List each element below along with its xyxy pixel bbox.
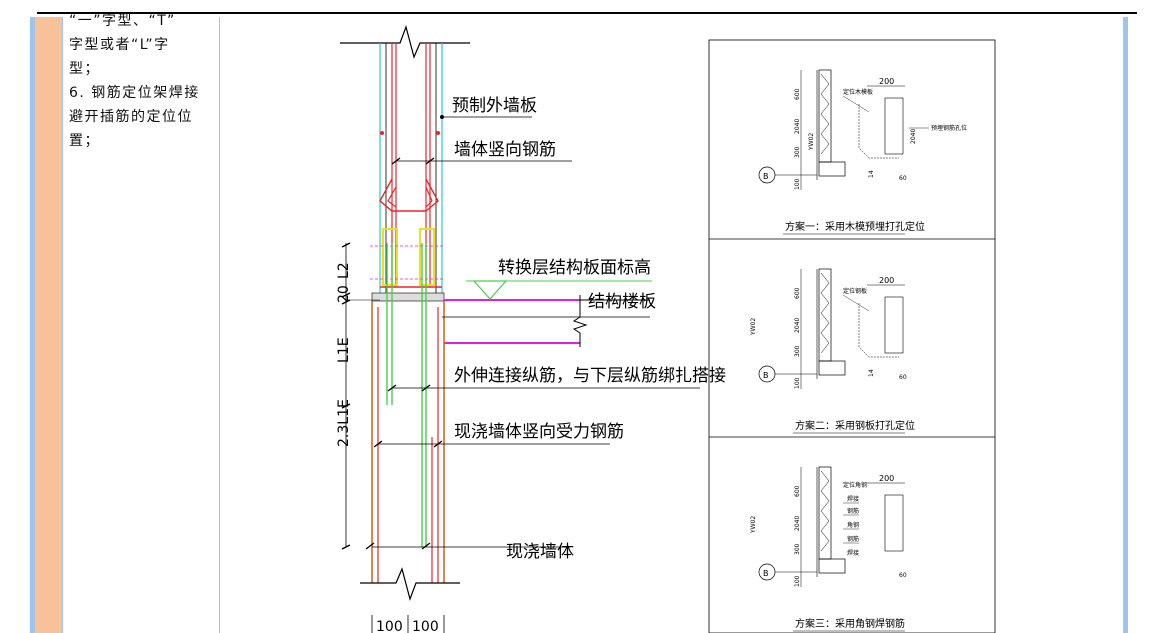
svg-text:YW02: YW02 (750, 516, 757, 534)
svg-text:定位钢板: 定位钢板 (843, 287, 867, 295)
label-structural-slab: 结构楼板 (588, 292, 656, 312)
label-wall-vertical-rebar: 墙体竖向钢筋 (454, 140, 556, 160)
svg-text:预埋钢筋孔位: 预埋钢筋孔位 (931, 124, 967, 132)
page-header-rule (37, 12, 1137, 14)
svg-text:100: 100 (794, 575, 801, 587)
svg-text:300: 300 (794, 345, 801, 357)
dim-l2: L2 (336, 262, 352, 279)
svg-text:600: 600 (794, 485, 801, 497)
note-line: 避开插筋的定位位 (69, 109, 193, 125)
label-cast-wall: 现浇墙体 (506, 542, 574, 562)
svg-text:焊接: 焊接 (847, 495, 859, 503)
svg-text:14: 14 (868, 369, 875, 377)
svg-text:焊接: 焊接 (847, 549, 859, 557)
construction-drawing: L2 20 L1E 2.3L1E 100 100 预制外墙板 墙体竖向钢筋 转换… (336, 25, 996, 633)
svg-text:2040: 2040 (794, 119, 801, 134)
svg-text:60: 60 (899, 572, 907, 579)
axis-bubble: B (763, 172, 769, 181)
dim-width-1: 100 (376, 619, 403, 633)
svg-text:定位木模板: 定位木模板 (843, 88, 873, 96)
wall-section-detail: L2 20 L1E 2.3L1E 100 100 预制外墙板 墙体竖向钢筋 转换… (336, 25, 726, 633)
svg-text:600: 600 (794, 88, 801, 100)
table-frame (30, 17, 1128, 633)
note-line: 字型或者“L”字 (69, 37, 170, 53)
dim-20: 20 (336, 285, 352, 303)
svg-text:200: 200 (879, 276, 894, 285)
label-transfer-slab-level: 转换层结构板面标高 (498, 258, 651, 278)
axis-bubble: B (763, 371, 769, 380)
label-precast-panel: 预制外墙板 (452, 96, 537, 116)
svg-text:角钢: 角钢 (847, 521, 859, 529)
svg-text:YW02: YW02 (750, 318, 757, 336)
step-description-cell: “一”字型、“T” 字型或者“L”字 型； 6. 钢筋定位架焊接 避开插筋的定位… (63, 13, 220, 633)
svg-text:100: 100 (794, 377, 801, 389)
svg-text:300: 300 (794, 543, 801, 555)
detail-caption: 方案三：采用角钢焊钢筋 (795, 617, 905, 630)
detail-option-2: 600 2040 300 100 YW02 B 200 14 60 定位钢板 方… (750, 268, 915, 434)
dim-l1e: L1E (336, 337, 352, 363)
label-cast-wall-rebar: 现浇墙体竖向受力钢筋 (454, 422, 624, 442)
step-number-column (35, 17, 63, 633)
svg-text:300: 300 (794, 146, 801, 158)
svg-text:14: 14 (868, 170, 875, 178)
label-extended-rebar: 外伸连接纵筋，与下层纵筋绑扎搭接 (454, 366, 726, 386)
svg-text:2040: 2040 (794, 318, 801, 333)
detail-panels (708, 39, 996, 633)
svg-text:钢筋: 钢筋 (847, 535, 859, 543)
dim-23l1e: 2.3L1E (336, 399, 352, 447)
note-line: 6. 钢筋定位架焊接 (69, 85, 200, 101)
note-line: “一”字型、“T” (69, 13, 176, 29)
detail-option-3: 600 2040 300 100 YW02 B 200 60 定位角钢 焊接 钢… (750, 466, 907, 632)
svg-text:200: 200 (879, 474, 894, 483)
svg-text:2040: 2040 (910, 129, 917, 144)
axis-bubble: B (763, 569, 769, 578)
detail-caption: 方案一：采用木模预埋打孔定位 (785, 220, 925, 233)
svg-text:600: 600 (794, 287, 801, 299)
svg-text:定位角钢: 定位角钢 (843, 481, 867, 489)
svg-text:100: 100 (794, 178, 801, 190)
dim-width-2: 100 (412, 619, 439, 633)
note-line: 型； (69, 61, 100, 77)
note-line: 置； (69, 133, 100, 149)
svg-text:钢筋: 钢筋 (847, 507, 859, 515)
detail-caption: 方案二：采用钢板打孔定位 (795, 419, 915, 432)
svg-text:60: 60 (899, 374, 907, 381)
svg-text:200: 200 (879, 77, 894, 86)
svg-text:2040: 2040 (794, 516, 801, 531)
svg-text:YW02: YW02 (808, 133, 815, 151)
svg-text:60: 60 (899, 175, 907, 182)
detail-option-1: 600 2040 300 100 YW02 B 200 2040 14 60 定… (758, 69, 967, 235)
